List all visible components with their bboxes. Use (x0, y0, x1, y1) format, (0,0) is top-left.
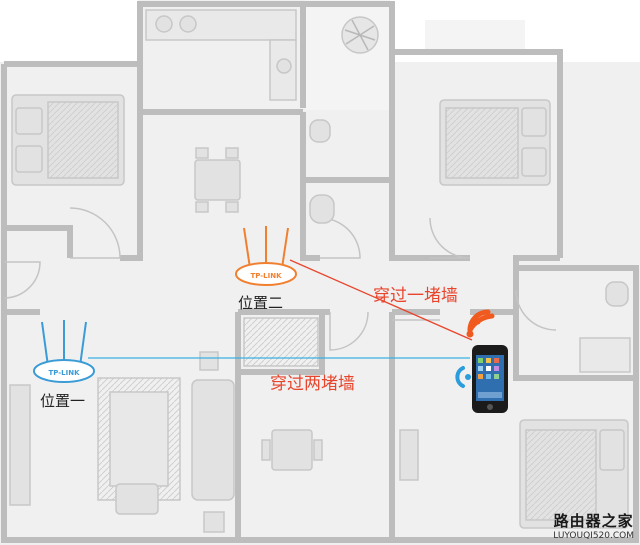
watermark-cn: 路由器之家 (553, 512, 634, 530)
wifi-signal-icon-strong (466, 309, 495, 338)
two-walls-label: 穿过两堵墙 (270, 374, 355, 394)
router-icon-position-one: TP-LINK (33, 320, 95, 383)
router-brand-one: TP-LINK (48, 369, 80, 377)
position-one-label: 位置一 (40, 392, 86, 410)
smartphone-icon (472, 345, 508, 413)
position-two-label: 位置二 (238, 294, 284, 312)
position-two-signal-line (289, 259, 473, 341)
wifi-signal-icon-weak (455, 366, 471, 388)
watermark-en: LUYOUQI520.COM (553, 531, 634, 541)
one-wall-label: 穿过一堵墙 (373, 286, 458, 306)
router-icon-position-two: TP-LINK (235, 226, 297, 286)
watermark: 路由器之家 LUYOUQI520.COM (553, 510, 634, 541)
router-brand-two: TP-LINK (250, 272, 282, 280)
